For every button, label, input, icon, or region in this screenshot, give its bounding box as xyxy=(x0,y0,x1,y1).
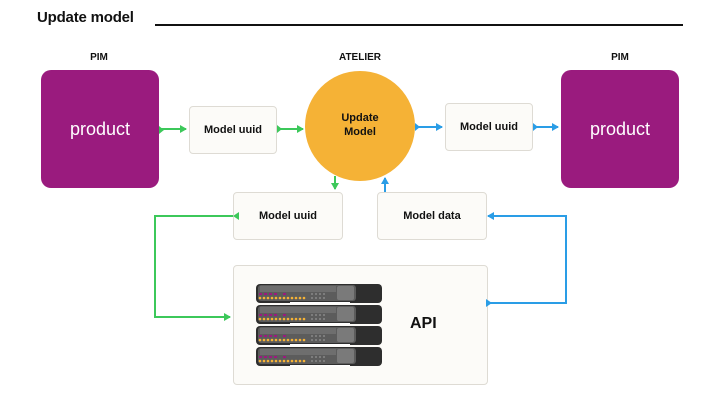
label-pim-left: PIM xyxy=(90,52,108,63)
product-right-label: product xyxy=(589,118,651,139)
update-model-line2: Model xyxy=(344,126,376,138)
product-node-left: product xyxy=(41,70,159,188)
product-left-label: product xyxy=(69,118,131,139)
arrow-uuid-to-atelier xyxy=(277,125,304,133)
api-node xyxy=(233,265,488,385)
model-uuid-bottom-label: Model uuid xyxy=(258,210,318,222)
label-atelier: ATELIER xyxy=(338,52,382,63)
model-data-bottom-label: Model data xyxy=(403,210,461,222)
arrow-uuid-to-product xyxy=(533,123,559,131)
model-uuid-box-bottom: Model uuid xyxy=(233,192,343,240)
arrow-atelier-to-uuid xyxy=(415,123,443,131)
model-data-box-bottom: Model data xyxy=(377,192,487,240)
model-uuid-box-top-left: Model uuid xyxy=(189,106,277,154)
model-uuid-box-top-right: Model uuid xyxy=(445,103,533,151)
model-uuid-top-left-label: Model uuid xyxy=(203,124,263,136)
title-underline xyxy=(155,24,683,26)
diagram-title: Update model xyxy=(37,9,134,26)
arrow-uuid-to-api xyxy=(154,212,239,321)
update-model-node: Update Model xyxy=(305,71,415,181)
arrow-api-to-model-data xyxy=(486,212,567,307)
update-model-line1: Update xyxy=(341,112,379,125)
product-node-right: product xyxy=(561,70,679,188)
label-pim-right: PIM xyxy=(611,52,629,63)
api-label: API xyxy=(410,315,437,332)
arrow-product-to-uuid xyxy=(159,125,187,134)
model-uuid-top-right-label: Model uuid xyxy=(459,121,519,133)
